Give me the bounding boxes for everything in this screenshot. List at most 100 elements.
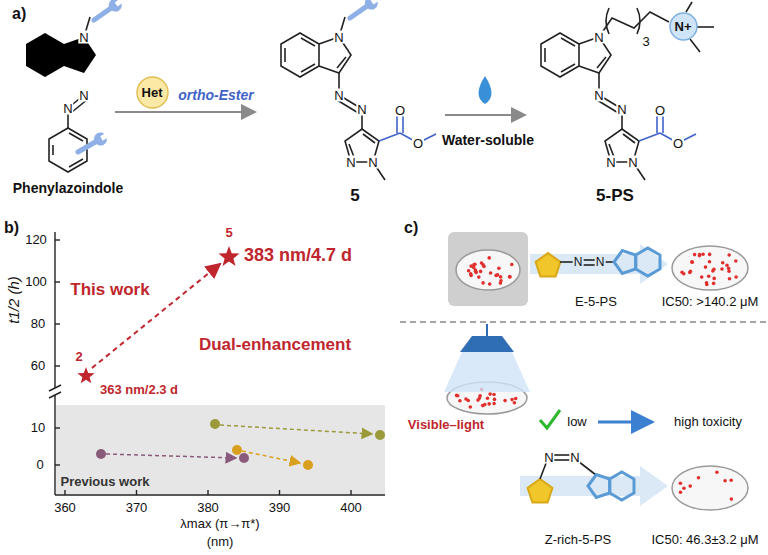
atom-label: N bbox=[569, 451, 580, 464]
annotation: This work bbox=[70, 280, 149, 300]
drawing-part bbox=[49, 392, 61, 398]
drawing-part bbox=[636, 248, 660, 276]
axes bbox=[49, 232, 385, 495]
drawing-part bbox=[487, 402, 491, 406]
drawing-part bbox=[686, 2, 692, 12]
drawing-part bbox=[219, 246, 240, 266]
drawing-part bbox=[69, 159, 83, 167]
drawing-part bbox=[682, 486, 686, 490]
drawing-part bbox=[712, 277, 716, 281]
drawing-part bbox=[476, 398, 480, 402]
drawing-part bbox=[560, 260, 614, 265]
drawing-part bbox=[691, 260, 695, 264]
drawing-part bbox=[55, 281, 60, 282]
axis-tick: 60 bbox=[31, 359, 45, 374]
drawing-part bbox=[488, 392, 492, 396]
drawing-part bbox=[480, 261, 484, 265]
drawing-part bbox=[75, 129, 111, 157]
axis-tick: 10 bbox=[31, 421, 45, 436]
toxicity-label: high toxicity bbox=[674, 415, 742, 430]
drawing-part bbox=[137, 77, 168, 108]
propyl-chain bbox=[599, 2, 714, 52]
drawing-part bbox=[734, 259, 738, 263]
condition-label: Visible–light bbox=[408, 418, 484, 433]
atom-label: N bbox=[333, 89, 344, 102]
axis-tick: 360 bbox=[54, 501, 76, 516]
drawing-part bbox=[499, 275, 503, 279]
drawing-part bbox=[705, 283, 709, 287]
drawing-part bbox=[503, 399, 507, 403]
compound-number: 5-PS bbox=[596, 186, 634, 206]
drawing-part bbox=[728, 277, 732, 281]
compound-skeleton bbox=[281, 33, 436, 180]
trend-arrow bbox=[242, 451, 300, 463]
drawing-part bbox=[458, 399, 462, 403]
reaction-arrow bbox=[445, 114, 525, 116]
drawing-part bbox=[734, 275, 738, 279]
dark-box bbox=[448, 232, 528, 306]
charge-circle: N+ bbox=[669, 12, 698, 41]
point-value: 383 nm/4.7 d bbox=[244, 245, 352, 266]
atom-label: O bbox=[672, 137, 684, 150]
reagent-circle: Het bbox=[136, 76, 169, 109]
drawing-part bbox=[486, 324, 488, 336]
drawing-part bbox=[514, 397, 518, 401]
point-value: 363 nm/2.3 d bbox=[100, 383, 178, 398]
atom-label: N bbox=[78, 89, 89, 102]
atom-label: N bbox=[78, 31, 89, 44]
panel-letter: b) bbox=[4, 219, 19, 237]
drawing-part bbox=[301, 38, 315, 46]
node-text: Het bbox=[136, 76, 169, 100]
drawing-part bbox=[637, 8, 640, 34]
drawing-part bbox=[680, 271, 684, 275]
drawing-part bbox=[303, 460, 313, 470]
drawing-part bbox=[444, 352, 530, 392]
atom-label: O bbox=[654, 104, 666, 117]
drawing-part bbox=[493, 398, 497, 402]
drawing-part bbox=[679, 482, 683, 486]
point-label: 5 bbox=[225, 226, 232, 241]
drawing-part bbox=[492, 393, 496, 397]
drawing-part bbox=[701, 253, 705, 257]
drawing-part bbox=[697, 26, 714, 28]
drawing-part bbox=[727, 267, 731, 271]
drawing-part bbox=[499, 279, 503, 283]
drawing-part bbox=[96, 449, 106, 459]
drawing-part bbox=[588, 472, 634, 500]
toxicity-label: low bbox=[567, 415, 587, 430]
drawing-part bbox=[483, 403, 487, 407]
drawing-part bbox=[541, 33, 696, 180]
drawing-part bbox=[467, 269, 471, 273]
drawing-part bbox=[478, 394, 482, 398]
drawing-part bbox=[232, 445, 242, 455]
axis-tick: 390 bbox=[269, 501, 291, 516]
drawing-part bbox=[614, 248, 660, 276]
drawing-part bbox=[697, 476, 701, 480]
drawing-part bbox=[698, 254, 702, 258]
drawing-part bbox=[513, 401, 517, 405]
drawing-part bbox=[614, 251, 636, 274]
drawing-part bbox=[488, 282, 492, 286]
drawing-part bbox=[727, 253, 731, 257]
drawing-part bbox=[672, 246, 748, 290]
atom-label: N bbox=[616, 103, 627, 116]
drawing-part bbox=[725, 264, 729, 268]
reagent-label: ortho-Ester bbox=[178, 87, 253, 103]
drawing-part bbox=[207, 490, 208, 495]
drawing-part bbox=[690, 39, 700, 52]
water-drop bbox=[479, 76, 492, 104]
drawing-part bbox=[337, 57, 346, 68]
drawing-part bbox=[55, 323, 60, 324]
drawing-part bbox=[477, 275, 481, 279]
drawing-part bbox=[708, 253, 712, 257]
atom-label: N bbox=[593, 31, 604, 44]
drawing-part bbox=[55, 464, 60, 465]
drawing-part bbox=[474, 270, 478, 274]
drawing-part bbox=[54, 232, 55, 388]
drawing-part bbox=[497, 266, 501, 270]
axis-tick: 380 bbox=[197, 501, 219, 516]
drawing-part bbox=[606, 8, 609, 34]
atom-label: N bbox=[593, 89, 604, 102]
e-isomer-icon bbox=[536, 248, 660, 277]
axis-tick: 100 bbox=[25, 275, 47, 290]
